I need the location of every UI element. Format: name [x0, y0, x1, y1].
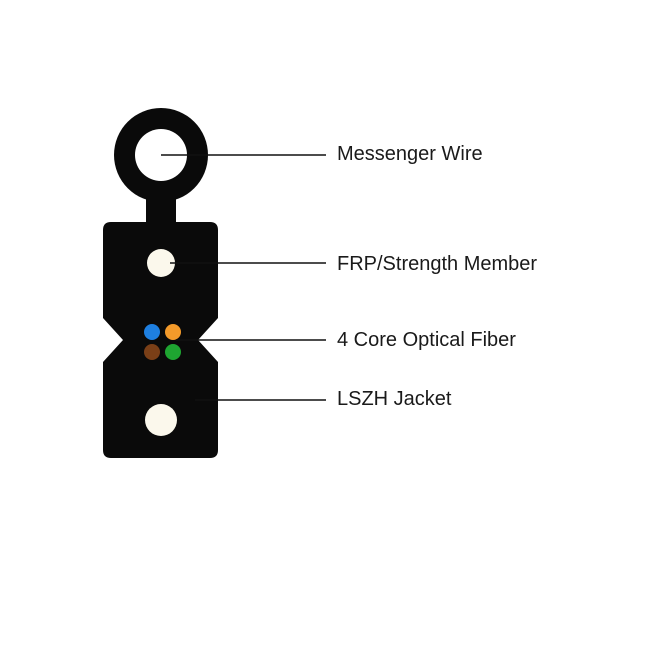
neck	[146, 195, 176, 227]
body	[103, 222, 218, 458]
frp-member-top	[147, 249, 175, 277]
label-lszh-jacket: LSZH Jacket	[337, 388, 452, 410]
frp-member-bottom	[145, 404, 177, 436]
fiber-blue	[144, 324, 160, 340]
fiber-orange	[165, 324, 181, 340]
fiber-brown	[144, 344, 160, 360]
label-optical-fiber: 4 Core Optical Fiber	[337, 329, 516, 351]
label-frp-member: FRP/Strength Member	[337, 253, 538, 275]
fiber-green	[165, 344, 181, 360]
label-messenger-wire: Messenger Wire	[337, 143, 483, 165]
